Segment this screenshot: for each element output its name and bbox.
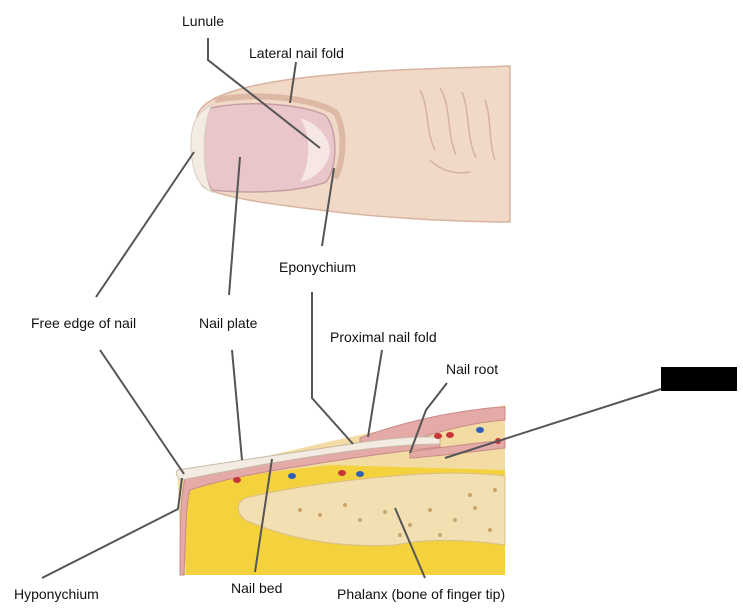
nail-plate-section — [175, 436, 441, 481]
leader-nail-root — [409, 382, 448, 454]
free-edge-top — [190, 103, 214, 194]
label-proximal-nail-fold: Proximal nail fold — [330, 329, 437, 345]
section-bone — [237, 472, 506, 547]
leader-phalanx — [394, 507, 426, 579]
leader-lunule — [207, 38, 321, 149]
label-phalanx: Phalanx (bone of finger tip) — [337, 586, 505, 602]
leader-free-edge-bottom — [99, 349, 185, 475]
leader-nail-bed — [254, 458, 273, 573]
nail-root-section — [409, 439, 506, 459]
leader-free-edge-top — [95, 151, 195, 298]
label-nail-bed: Nail bed — [231, 580, 282, 596]
label-eponychium: Eponychium — [279, 259, 356, 275]
leader-nail-plate-top — [228, 156, 241, 296]
lateral-fold-shadow — [214, 93, 346, 180]
finger-cross-section — [175, 405, 506, 576]
leader-nail-plate-bottom — [231, 349, 243, 461]
bone-texture — [298, 488, 497, 537]
label-lunule: Lunule — [182, 13, 224, 29]
label-hyponychium: Hyponychium — [14, 586, 99, 602]
label-free-edge-of-nail: Free edge of nail — [31, 315, 136, 331]
leader-eponychium — [321, 167, 335, 247]
leader-lateral-nail-fold — [289, 61, 297, 104]
leader-lines — [41, 38, 662, 579]
leader-proximal-nail-fold — [367, 349, 383, 438]
labels: Lunule Lateral nail fold Eponychium Free… — [14, 13, 505, 602]
redacted-label-box — [661, 367, 737, 391]
label-nail-root: Nail root — [446, 361, 498, 377]
leader-eponychium-bottom — [311, 292, 354, 445]
leader-hyponychium — [41, 477, 183, 579]
label-lateral-nail-fold: Lateral nail fold — [249, 45, 344, 61]
label-nail-plate: Nail plate — [199, 315, 258, 331]
finger-external-view — [190, 65, 511, 223]
lunule-shape — [300, 118, 330, 182]
leader-redacted — [444, 388, 662, 459]
knuckle-wrinkles — [419, 87, 496, 174]
